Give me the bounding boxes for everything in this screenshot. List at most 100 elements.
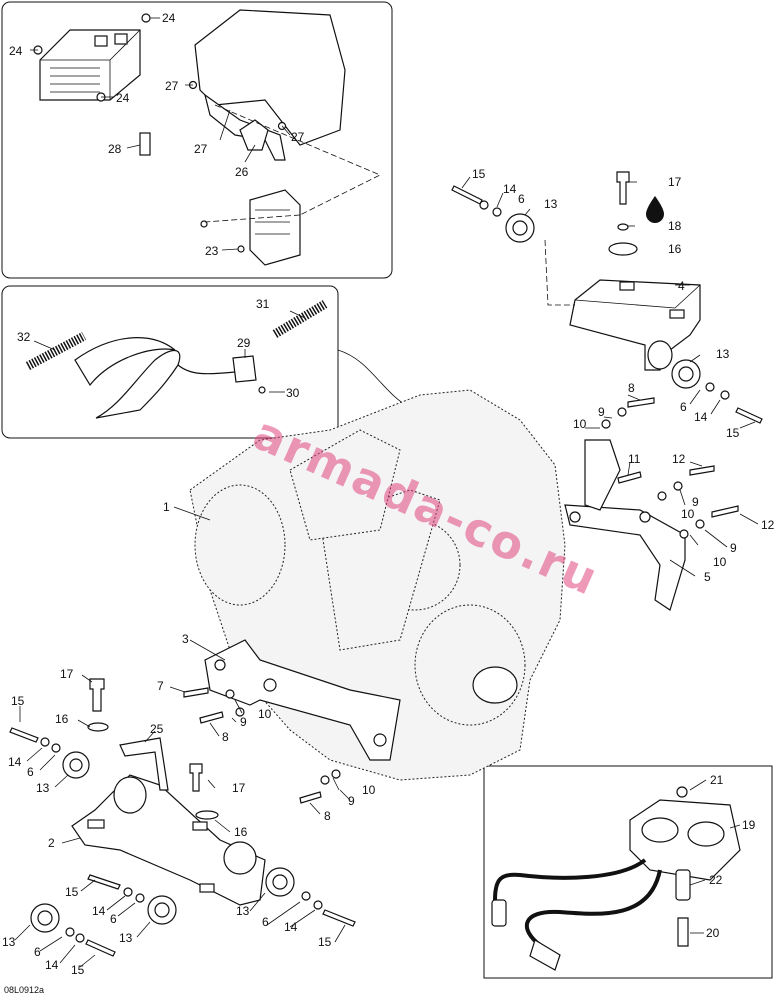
callout-28: 28 bbox=[108, 142, 122, 156]
callout-31: 31 bbox=[256, 297, 270, 311]
spark-plug-wire bbox=[493, 858, 647, 901]
washer-icon bbox=[75, 933, 85, 943]
washer-icon bbox=[123, 887, 133, 897]
washer-icon bbox=[195, 810, 219, 820]
assembly-line bbox=[544, 239, 575, 306]
callout-13: 13 bbox=[544, 197, 558, 211]
callout-9: 9 bbox=[730, 541, 737, 555]
callout-6: 6 bbox=[27, 765, 34, 779]
callout-3: 3 bbox=[182, 632, 189, 646]
bracket-part-29 bbox=[232, 355, 257, 383]
callout-9: 9 bbox=[240, 715, 247, 729]
bolt-icon bbox=[183, 687, 209, 698]
callout-27: 27 bbox=[194, 142, 208, 156]
callout-15: 15 bbox=[726, 426, 740, 440]
washer-icon bbox=[705, 382, 715, 392]
washer-icon bbox=[313, 900, 323, 910]
relay-module-part bbox=[249, 189, 301, 266]
washer-icon bbox=[87, 722, 109, 732]
mount-bracket-part-2 bbox=[71, 774, 266, 906]
callout-6: 6 bbox=[262, 915, 269, 929]
callout-21: 21 bbox=[710, 773, 724, 787]
callout-13: 13 bbox=[716, 347, 730, 361]
callout-24: 24 bbox=[162, 11, 176, 25]
callout-8: 8 bbox=[628, 381, 635, 395]
callout-2: 2 bbox=[48, 836, 55, 850]
callout-14: 14 bbox=[45, 958, 59, 972]
callout-14: 14 bbox=[284, 920, 298, 934]
inset-frame-ignition bbox=[483, 765, 773, 979]
bolt-icon bbox=[616, 171, 630, 205]
callout-9: 9 bbox=[598, 405, 605, 419]
spring-part-32 bbox=[25, 332, 87, 370]
callout-15: 15 bbox=[71, 963, 85, 977]
leader-lines bbox=[14, 17, 759, 968]
spark-plug-cap bbox=[491, 899, 507, 927]
callout-6: 6 bbox=[680, 400, 687, 414]
callout-27: 27 bbox=[165, 79, 179, 93]
callout-14: 14 bbox=[92, 904, 106, 918]
callout-8: 8 bbox=[222, 730, 229, 744]
callout-32: 32 bbox=[17, 330, 31, 344]
callout-20: 20 bbox=[706, 926, 720, 940]
callout-1: 1 bbox=[163, 500, 170, 514]
bolt-icon bbox=[711, 505, 739, 518]
washer-icon bbox=[65, 927, 75, 937]
callout-6: 6 bbox=[110, 912, 117, 926]
heat-shield-part-25 bbox=[119, 737, 169, 791]
screw-icon bbox=[676, 786, 688, 798]
bolt-icon bbox=[189, 763, 203, 792]
callout-16: 16 bbox=[234, 825, 248, 839]
bolt-icon bbox=[677, 917, 689, 947]
washer-icon bbox=[608, 242, 638, 256]
vent-hose-part bbox=[74, 337, 236, 419]
rubber-mount-icon bbox=[671, 359, 701, 389]
callout-14: 14 bbox=[694, 410, 708, 424]
inset-frame-electrical bbox=[1, 1, 393, 279]
mount-support-part-4 bbox=[569, 279, 701, 371]
washer-icon bbox=[617, 223, 629, 231]
callout-27: 27 bbox=[291, 130, 305, 144]
callout-4: 4 bbox=[678, 279, 685, 293]
washer-icon bbox=[479, 200, 489, 210]
callout-23: 23 bbox=[205, 244, 219, 258]
callout-10: 10 bbox=[258, 707, 272, 721]
callout-10: 10 bbox=[713, 555, 727, 569]
washer-icon bbox=[225, 689, 235, 699]
callout-13: 13 bbox=[2, 935, 16, 949]
callout-12: 12 bbox=[672, 452, 686, 466]
washer-icon bbox=[617, 407, 627, 417]
callout-12: 12 bbox=[761, 518, 775, 532]
callout-19: 19 bbox=[742, 818, 756, 832]
callout-16: 16 bbox=[668, 242, 682, 256]
bolt-icon bbox=[89, 678, 105, 712]
clip-part-28 bbox=[139, 132, 151, 156]
callout-6: 6 bbox=[34, 945, 41, 959]
bolt-icon bbox=[322, 909, 356, 927]
washer-icon bbox=[492, 207, 502, 217]
callout-15: 15 bbox=[472, 167, 486, 181]
callout-9: 9 bbox=[692, 495, 699, 509]
rubber-mount-icon bbox=[265, 867, 295, 897]
rubber-mount-icon bbox=[147, 895, 177, 925]
callout-25: 25 bbox=[150, 722, 164, 736]
rubber-mount-icon bbox=[62, 751, 90, 779]
bolt-icon bbox=[199, 711, 224, 724]
callout-17: 17 bbox=[232, 781, 246, 795]
bolt-icon bbox=[299, 791, 322, 804]
callout-8: 8 bbox=[324, 809, 331, 823]
callout-29: 29 bbox=[237, 336, 251, 350]
spacer-part-22 bbox=[675, 869, 691, 901]
detail-leader bbox=[337, 349, 411, 409]
callout-22: 22 bbox=[709, 873, 723, 887]
assembly-line bbox=[204, 104, 381, 223]
screw-icon bbox=[237, 245, 245, 253]
callout-15: 15 bbox=[65, 885, 79, 899]
washer-icon bbox=[720, 390, 730, 400]
callout-13: 13 bbox=[236, 904, 250, 918]
washer-icon bbox=[51, 743, 61, 753]
washer-icon bbox=[135, 893, 145, 903]
callout-26: 26 bbox=[235, 165, 249, 179]
washer-icon bbox=[331, 769, 341, 779]
